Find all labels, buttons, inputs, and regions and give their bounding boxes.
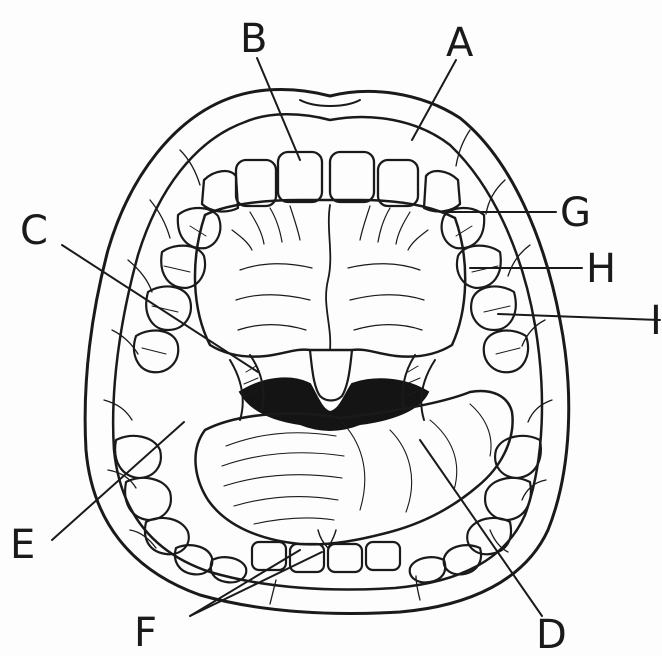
- upper-right-molars: [442, 208, 528, 372]
- label-c: C: [20, 208, 49, 254]
- leader-lines: [52, 58, 660, 616]
- label-a: A: [446, 20, 474, 66]
- throat-opening: [240, 378, 428, 430]
- label-i: I: [650, 298, 662, 344]
- lower-right-teeth: [410, 436, 541, 582]
- label-b: B: [240, 16, 268, 62]
- upper-lip-philtrum: [300, 100, 360, 106]
- label-h: H: [586, 246, 617, 292]
- upper-front-teeth: [202, 152, 460, 211]
- label-f: F: [134, 610, 158, 656]
- label-d: D: [536, 612, 568, 656]
- palate-raphe: [326, 205, 330, 350]
- label-e: E: [10, 522, 36, 568]
- label-g: G: [560, 190, 592, 236]
